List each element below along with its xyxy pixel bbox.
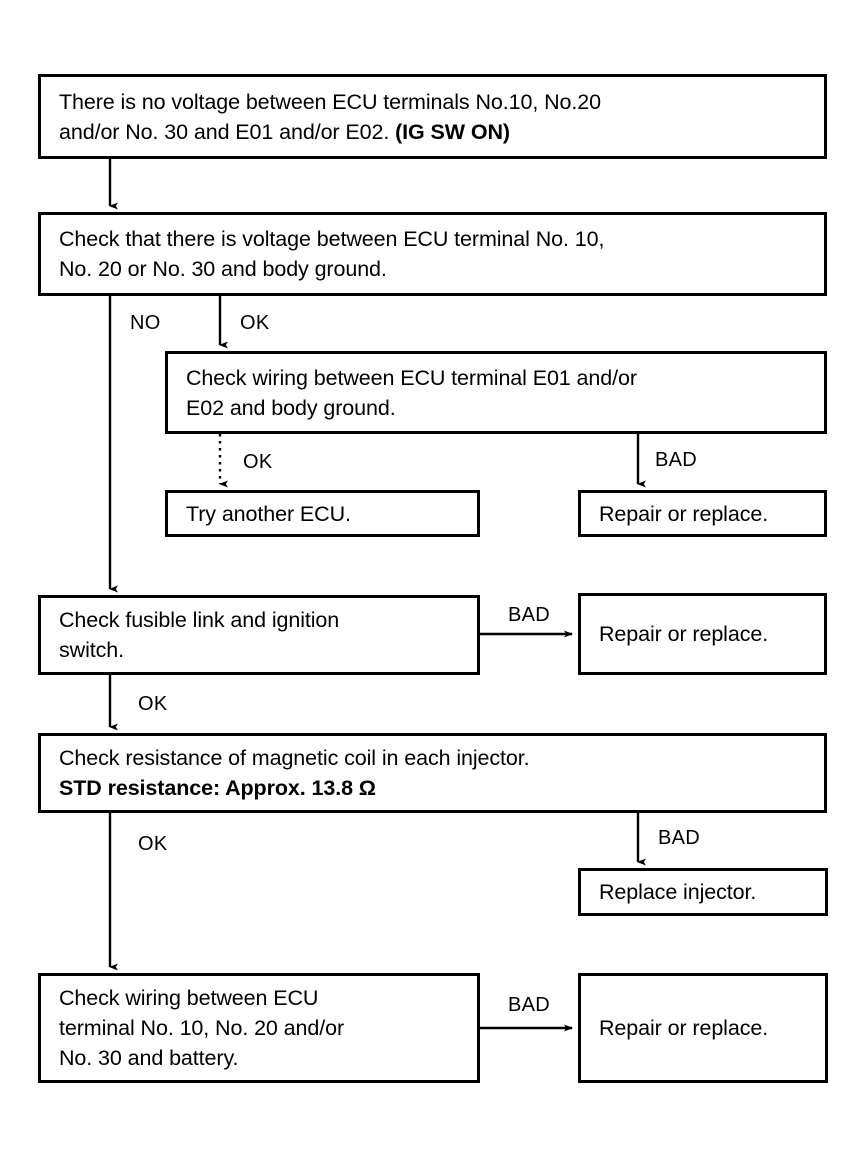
node-text-line: Repair or replace. bbox=[599, 501, 769, 526]
node-check-wiring-ecu-terminals-battery: Check wiring between ECU terminal No. 10… bbox=[38, 973, 480, 1083]
node-check-voltage-body-ground: Check that there is voltage between ECU … bbox=[38, 212, 827, 296]
node-repair-or-replace-3: Repair or replace. bbox=[578, 973, 828, 1083]
node-repair-or-replace-2: Repair or replace. bbox=[578, 593, 827, 675]
node-text-line: No. 20 or No. 30 and body ground. bbox=[59, 257, 387, 281]
node-text-line: Check wiring between ECU bbox=[59, 986, 319, 1010]
node-text-line: Replace injector. bbox=[599, 880, 757, 904]
edge-label-ok: OK bbox=[240, 312, 270, 334]
node-text-line: Repair or replace. bbox=[599, 622, 769, 646]
node-text-line: Check resistance of magnetic coil in eac… bbox=[59, 746, 530, 770]
node-text-line: Check wiring between ECU terminal E01 an… bbox=[186, 365, 637, 390]
node-text-line: Try another ECU. bbox=[186, 501, 351, 526]
node-repair-or-replace-1: Repair or replace. bbox=[578, 490, 827, 537]
node-check-wiring-e01-e02-body-ground: Check wiring between ECU terminal E01 an… bbox=[165, 351, 827, 434]
edge-label-bad: BAD bbox=[508, 994, 551, 1016]
node-text-line-std-resistance: STD resistance: Approx. 13.8 Ω bbox=[59, 776, 376, 800]
node-check-injector-coil-resistance: Check resistance of magnetic coil in eac… bbox=[38, 733, 827, 813]
node-text-line: and/or No. 30 and E01 and/or E02. (IG SW… bbox=[41, 117, 824, 147]
node-text-line: There is no voltage between ECU terminal… bbox=[59, 89, 601, 114]
edge-label-ok: OK bbox=[138, 833, 168, 855]
edge-label-ok: OK bbox=[243, 451, 273, 473]
node-text-line: Check that there is voltage between ECU … bbox=[59, 227, 605, 251]
node-replace-injector: Replace injector. bbox=[578, 868, 828, 916]
node-text-line: terminal No. 10, No. 20 and/or bbox=[59, 1016, 345, 1040]
node-text-line: Check fusible link and ignition bbox=[59, 608, 340, 632]
node-text-line: switch. bbox=[59, 638, 125, 662]
edge-label-ok: OK bbox=[138, 693, 168, 715]
node-text-plain: and/or No. 30 and E01 and/or E02. bbox=[59, 119, 396, 144]
edge-label-bad: BAD bbox=[508, 604, 551, 626]
node-check-fusible-link-ignition-switch: Check fusible link and ignition switch. bbox=[38, 595, 480, 675]
node-text-bold: (IG SW ON) bbox=[395, 119, 510, 144]
node-try-another-ecu: Try another ECU. bbox=[165, 490, 480, 537]
node-text-line: E02 and body ground. bbox=[186, 395, 396, 420]
edge-label-no: NO bbox=[130, 312, 161, 334]
node-text-line: Repair or replace. bbox=[599, 1016, 769, 1040]
node-no-voltage-symptom: There is no voltage between ECU terminal… bbox=[38, 74, 827, 159]
edge-label-bad: BAD bbox=[655, 449, 698, 471]
node-text-line: No. 30 and battery. bbox=[59, 1046, 239, 1070]
edge-label-bad: BAD bbox=[658, 827, 701, 849]
